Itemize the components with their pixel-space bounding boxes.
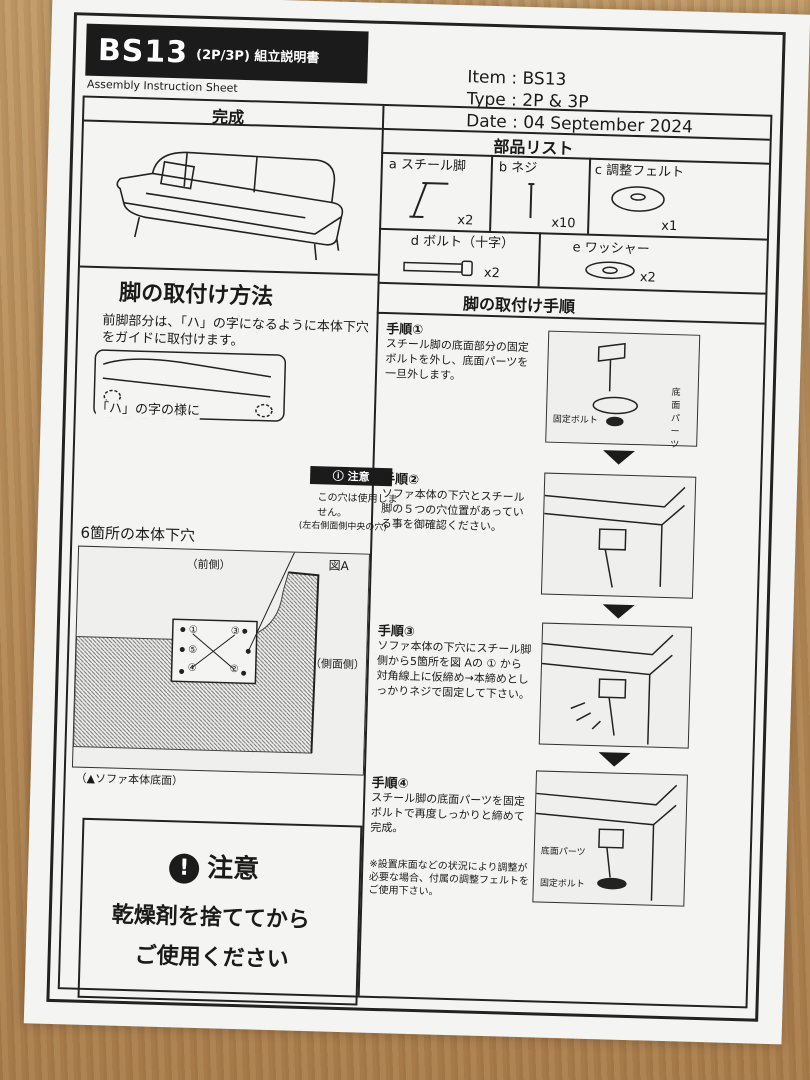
step-4-text: スチール脚の底面パーツを固定ボルトで再度しっかりと締めて完成。 [370,790,526,835]
title-bar: BS13 (2P/3P) 組立説明書 [85,23,369,84]
step-3-label: 手順③ [377,623,416,640]
subtitle: Assembly Instruction Sheet [86,77,238,95]
step-1-base-label: 底面パーツ [670,388,681,451]
step-1-bolt-label: 固定ボルト [552,414,598,427]
part-d-qty: x2 [483,265,501,282]
caution-sub: (左右側面側中央の穴) [298,520,387,534]
hole-diagram: （前側） 図A （側面側） ① ② ③ ④ ⑤ [71,545,371,776]
steel-leg-icon [409,182,449,219]
warning-box: !注意 乾燥剤を捨ててから ご使用ください [77,817,363,1006]
completion-title: 完成 [211,107,245,128]
step-1-figure: 固定ボルト 底面パーツ [545,330,701,451]
side-label: （側面側） [309,657,366,672]
warning-exclamation-icon: ! [168,852,200,884]
divider [489,154,494,231]
screw-icon [528,182,535,219]
hole-3: ③ [230,625,240,638]
part-c-qty: x1 [661,218,678,235]
arrow-down-icon [598,752,631,768]
part-e-label: e ワッシャー [572,240,650,258]
step-2-text: ソファ本体の下穴とスチール脚の５つの穴位置があっている事を御確認ください。 [380,487,525,534]
step-2-label: 手順② [381,472,420,489]
bottom-caption: （▲ソファ本体底面） [75,771,184,788]
felt-pad-icon [611,186,665,212]
step-1-text: スチール脚の底面部分の固定ボルトを外し、底面パーツを一旦外します。 [384,337,530,383]
hole-1: ① [188,624,198,636]
instruction-sheet: BS13 (2P/3P) 組立説明書 Assembly Instruction … [23,0,810,1045]
divider [537,232,542,287]
holes-title: 6箇所の本体下穴 [80,523,196,545]
part-d-label: d ボルト（十字） [410,233,515,252]
part-a-label: a スチール脚 [388,157,467,175]
ha-label: 「ハ」の字の様に [95,399,201,420]
step-1-drawing [592,342,638,427]
arrow-down-icon [602,604,635,620]
step-4-label: 手順④ [371,775,409,792]
step-2-figure [540,472,697,599]
exclamation-icon: ⓘ [332,469,348,484]
step-1-label: 手順① [386,322,424,339]
hole-diagram-drawing [73,546,320,754]
step-4-bolt-label: 固定ボルト [539,878,586,890]
hole-4: ④ [187,662,197,674]
arrow-down-icon [602,450,635,466]
front-label: （前側） [186,557,231,572]
divider [587,157,592,234]
method-title: 脚の取付け方法 [118,280,274,310]
step-4-figure: 底面パーツ 固定ボルト [532,770,688,907]
sheet-frame: BS13 (2P/3P) 組立説明書 Assembly Instruction … [46,12,786,1022]
divider [381,127,770,141]
parts-title: 部品リスト [493,136,574,159]
step-4-drawing [535,784,678,901]
model-title: BS13 [97,32,189,70]
bolt-icon [403,260,473,277]
steps-title: 脚の取付け手順 [462,294,576,317]
hole-5: ⑤ [188,644,198,656]
step-3-figure [538,622,693,749]
warning-title: 注意 [206,853,260,885]
figure-label: 図A [328,558,350,574]
part-b-label: b ネジ [498,160,538,177]
sofa-illustration [116,151,344,261]
title-variant: (2P/3P) 組立説明書 [195,47,320,66]
caution-label: 注意 [347,470,370,484]
warning-line2: ご使用ください [134,943,289,973]
warning-title-row: !注意 [168,846,260,885]
footnote: ※設置床面などの状況により調整が必要な場合、付属の調整フェルトをご使用下さい。 [368,858,530,898]
content-grid: 完成 部品リスト a スチール脚 x2 b ネジ x10 c 調整フェルト x1 [57,95,773,1009]
warning-line1: 乾燥剤を捨ててから [111,902,311,934]
hole-2: ② [229,663,239,676]
step-4-base-label: 底面パーツ [540,846,586,858]
part-b-qty: x10 [551,215,576,232]
part-e-qty: x2 [639,270,656,286]
step-3-text: ソファ本体の下穴にスチール脚側から5箇所を図 Aの ① から 対角線上に仮締め→… [376,638,532,702]
step-2-drawing [544,486,686,588]
step-3-drawing [541,634,674,745]
caution-badge: ⓘ 注意 [309,466,393,487]
washer-icon [585,261,635,280]
